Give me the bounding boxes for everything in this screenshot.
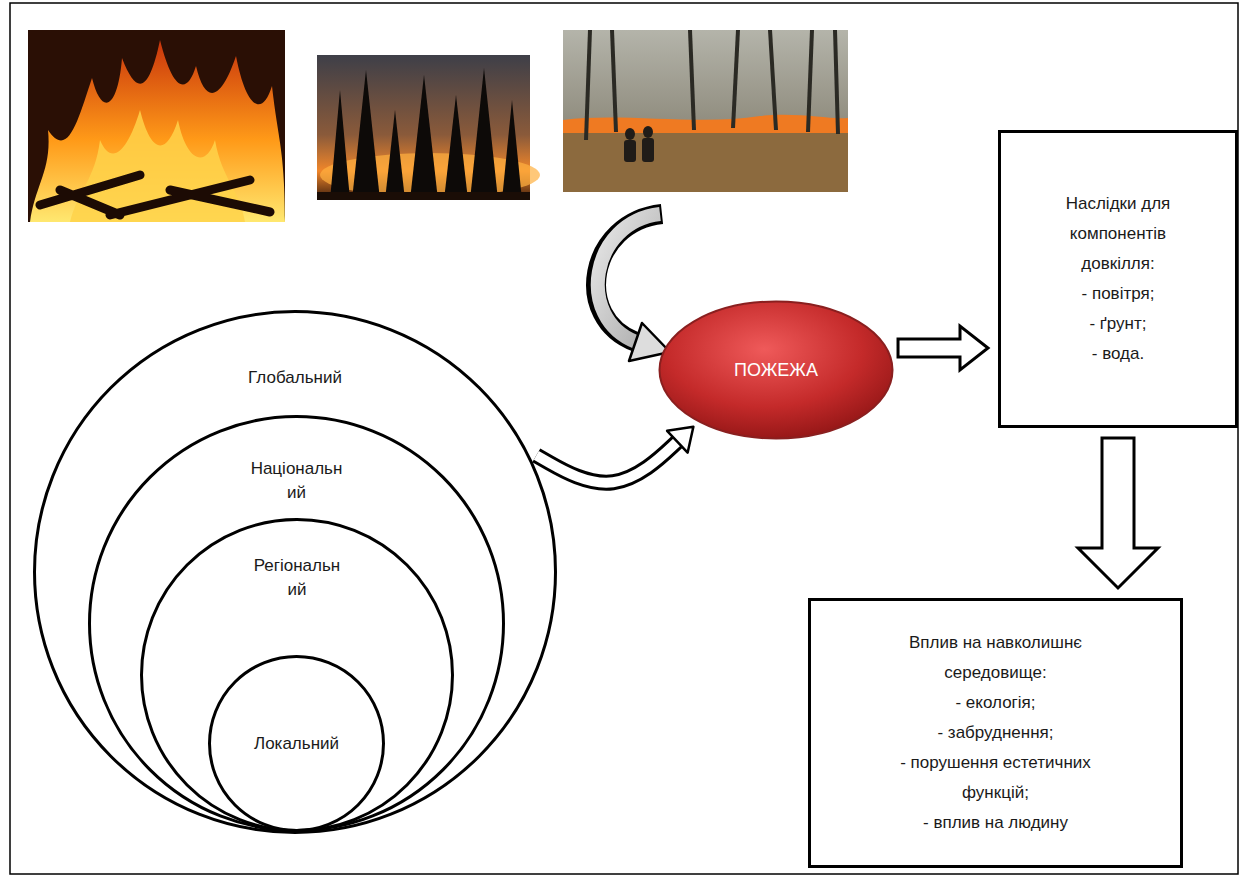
arrow-shaft	[536, 436, 683, 482]
text-group: Національн ий	[251, 457, 343, 505]
box-text: - повітря;	[1082, 279, 1155, 309]
scale-label: Регіональн ий	[254, 554, 341, 602]
scale-circle: ГлобальнийНаціональн ий Регіональн ий Лока…	[33, 310, 557, 834]
box-text: - порушення естетичних функцій;	[881, 748, 1111, 808]
text-group: Наслідки для компонентів довкілля:- пові…	[1051, 189, 1186, 369]
scale-circle: Національн ий Регіональн ий Локальний	[88, 415, 505, 832]
connector-arrow	[536, 427, 693, 483]
text-group: ПОЖЕЖА	[658, 300, 894, 440]
box-text: Наслідки для компонентів довкілля:	[1051, 189, 1186, 279]
text-group: Вплив на навколишнє середовище:- екологі…	[881, 628, 1111, 838]
box-text: - вода.	[1092, 339, 1144, 369]
arrow-shaft-outline	[536, 436, 683, 482]
text-group: Локальний	[254, 732, 339, 756]
box-text: - забруднення;	[937, 718, 1053, 748]
forest-fire-photo	[317, 55, 540, 200]
impact-box: Вплив на навколишнє середовище:- екологі…	[808, 598, 1183, 868]
arrow-head	[667, 427, 693, 453]
firefighters-photo	[563, 30, 848, 192]
scale-circle: Регіональн ий Локальний	[140, 518, 454, 832]
box-text: Вплив на навколишнє середовище:	[881, 628, 1111, 688]
curved-arrow	[596, 214, 670, 361]
text-group: Регіональн ий	[254, 554, 341, 602]
outer-frame	[10, 3, 1238, 874]
block-arrow	[898, 326, 988, 370]
block-arrow	[1078, 438, 1158, 588]
scale-label: Локальний	[254, 732, 339, 756]
fire-ellipse: ПОЖЕЖА	[658, 300, 894, 440]
connector-arrow	[1078, 438, 1158, 588]
consequences-box: Наслідки для компонентів довкілля:- пові…	[998, 130, 1238, 428]
scale-label: Національн ий	[251, 457, 343, 505]
fire-photo	[28, 30, 285, 222]
scale-label: Глобальний	[248, 366, 342, 390]
box-text: - екологія;	[955, 688, 1035, 718]
box-text: - ґрунт;	[1089, 309, 1146, 339]
text-group: Глобальний	[248, 366, 342, 390]
scale-circle: Локальний	[208, 655, 385, 832]
box-text: - вплив на людину	[923, 808, 1068, 838]
fire-label: ПОЖЕЖА	[734, 359, 818, 381]
connector-arrow	[898, 326, 988, 370]
